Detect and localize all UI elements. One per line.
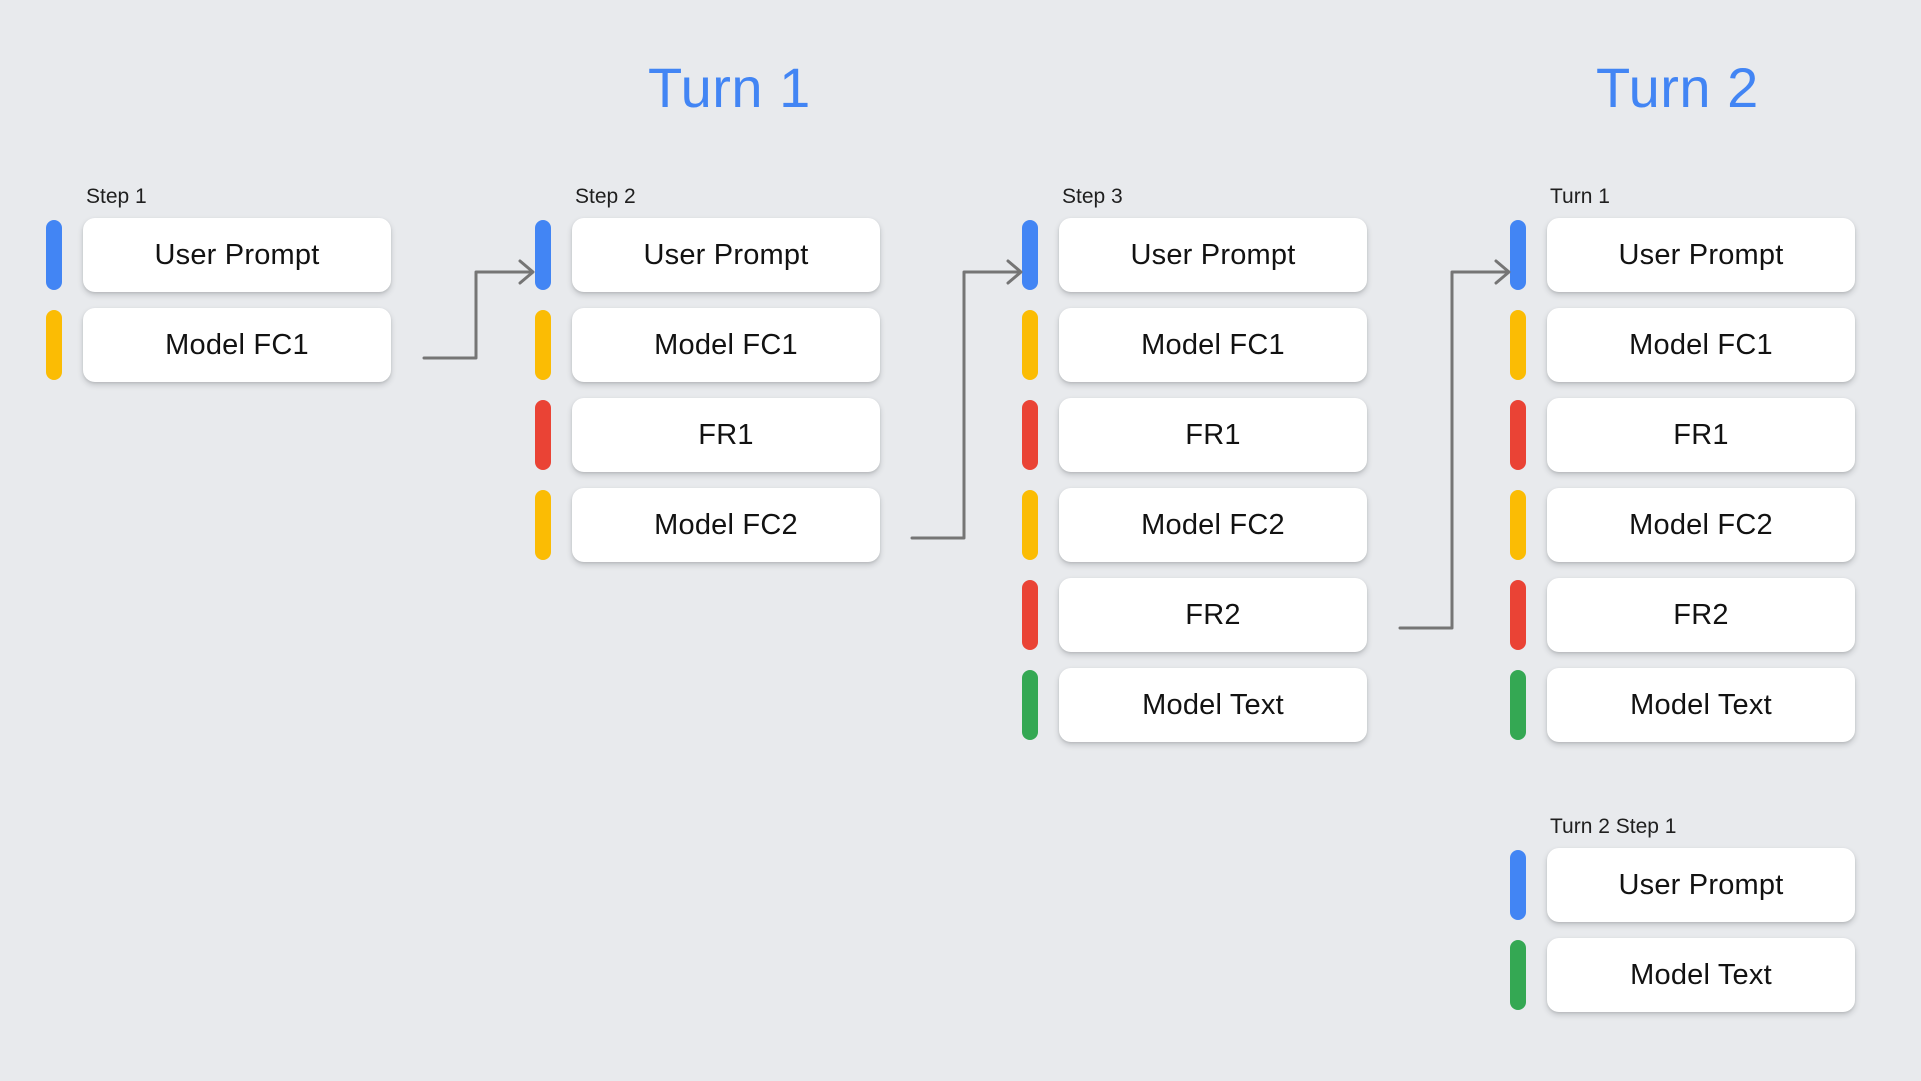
model-text-color-bar bbox=[1510, 670, 1526, 741]
function-response-color-bar bbox=[1022, 580, 1038, 651]
column-step-1: Step 1 User Prompt Model FC1 bbox=[46, 185, 391, 383]
list-item[interactable]: User Prompt bbox=[1510, 218, 1855, 293]
model-text-color-bar bbox=[1510, 940, 1526, 1011]
model-function-call-color-bar bbox=[1510, 310, 1526, 381]
function-response-color-bar bbox=[1510, 580, 1526, 651]
list-item[interactable]: FR1 bbox=[1022, 398, 1367, 473]
card-label[interactable]: User Prompt bbox=[1547, 848, 1855, 923]
list-item[interactable]: User Prompt bbox=[46, 218, 391, 293]
list-item[interactable]: Model FC2 bbox=[1022, 488, 1367, 563]
column-turn-1: Turn 1 User Prompt Model FC1 FR1 Model F… bbox=[1510, 185, 1855, 743]
model-function-call-color-bar bbox=[46, 310, 62, 381]
list-item[interactable]: FR1 bbox=[535, 398, 880, 473]
card-label[interactable]: Model FC2 bbox=[572, 488, 880, 563]
model-function-call-color-bar bbox=[1510, 490, 1526, 561]
list-item[interactable]: Model FC1 bbox=[1022, 308, 1367, 383]
user-prompt-color-bar bbox=[1510, 220, 1526, 291]
list-item[interactable]: Model FC1 bbox=[1510, 308, 1855, 383]
function-response-color-bar bbox=[1022, 400, 1038, 471]
list-item[interactable]: User Prompt bbox=[535, 218, 880, 293]
column-label-step-1: Step 1 bbox=[86, 185, 147, 208]
card-label[interactable]: Model FC1 bbox=[572, 308, 880, 383]
list-item[interactable]: Model Text bbox=[1510, 938, 1855, 1013]
function-response-color-bar bbox=[1510, 400, 1526, 471]
column-step-2: Step 2 User Prompt Model FC1 FR1 Model F… bbox=[535, 185, 880, 563]
list-item[interactable]: Model FC1 bbox=[46, 308, 391, 383]
model-function-call-color-bar bbox=[1022, 310, 1038, 381]
card-label[interactable]: Model Text bbox=[1547, 668, 1855, 743]
card-label[interactable]: User Prompt bbox=[83, 218, 391, 293]
column-label-turn-2-step-1: Turn 2 Step 1 bbox=[1550, 815, 1677, 838]
card-label[interactable]: FR1 bbox=[1059, 398, 1367, 473]
card-label[interactable]: User Prompt bbox=[572, 218, 880, 293]
list-item[interactable]: FR1 bbox=[1510, 398, 1855, 473]
list-item[interactable]: Model FC2 bbox=[535, 488, 880, 563]
user-prompt-color-bar bbox=[535, 220, 551, 291]
card-label[interactable]: Model FC2 bbox=[1059, 488, 1367, 563]
list-item[interactable]: Model FC2 bbox=[1510, 488, 1855, 563]
list-item[interactable]: Model Text bbox=[1510, 668, 1855, 743]
model-function-call-color-bar bbox=[535, 490, 551, 561]
card-label[interactable]: FR1 bbox=[572, 398, 880, 473]
card-label[interactable]: User Prompt bbox=[1059, 218, 1367, 293]
column-turn-2-step-1: Turn 2 Step 1 User Prompt Model Text bbox=[1510, 815, 1855, 1013]
column-step-3: Step 3 User Prompt Model FC1 FR1 Model F… bbox=[1022, 185, 1367, 743]
list-item[interactable]: FR2 bbox=[1510, 578, 1855, 653]
user-prompt-color-bar bbox=[1510, 850, 1526, 921]
card-label[interactable]: Model FC1 bbox=[1547, 308, 1855, 383]
card-label[interactable]: User Prompt bbox=[1547, 218, 1855, 293]
column-label-step-2: Step 2 bbox=[575, 185, 636, 208]
card-label[interactable]: Model Text bbox=[1059, 668, 1367, 743]
model-text-color-bar bbox=[1022, 670, 1038, 741]
list-item[interactable]: User Prompt bbox=[1510, 848, 1855, 923]
card-label[interactable]: FR1 bbox=[1547, 398, 1855, 473]
column-label-turn-1: Turn 1 bbox=[1550, 185, 1610, 208]
turn-2-title: Turn 2 bbox=[1596, 56, 1759, 119]
model-function-call-color-bar bbox=[535, 310, 551, 381]
list-item[interactable]: User Prompt bbox=[1022, 218, 1367, 293]
user-prompt-color-bar bbox=[46, 220, 62, 291]
list-item[interactable]: FR2 bbox=[1022, 578, 1367, 653]
column-label-step-3: Step 3 bbox=[1062, 185, 1123, 208]
model-function-call-color-bar bbox=[1022, 490, 1038, 561]
card-label[interactable]: Model FC1 bbox=[1059, 308, 1367, 383]
list-item[interactable]: Model Text bbox=[1022, 668, 1367, 743]
card-label[interactable]: Model FC2 bbox=[1547, 488, 1855, 563]
function-response-color-bar bbox=[535, 400, 551, 471]
card-label[interactable]: Model FC1 bbox=[83, 308, 391, 383]
card-label[interactable]: FR2 bbox=[1059, 578, 1367, 653]
user-prompt-color-bar bbox=[1022, 220, 1038, 291]
card-label[interactable]: Model Text bbox=[1547, 938, 1855, 1013]
turn-1-title: Turn 1 bbox=[648, 56, 811, 119]
card-label[interactable]: FR2 bbox=[1547, 578, 1855, 653]
list-item[interactable]: Model FC1 bbox=[535, 308, 880, 383]
